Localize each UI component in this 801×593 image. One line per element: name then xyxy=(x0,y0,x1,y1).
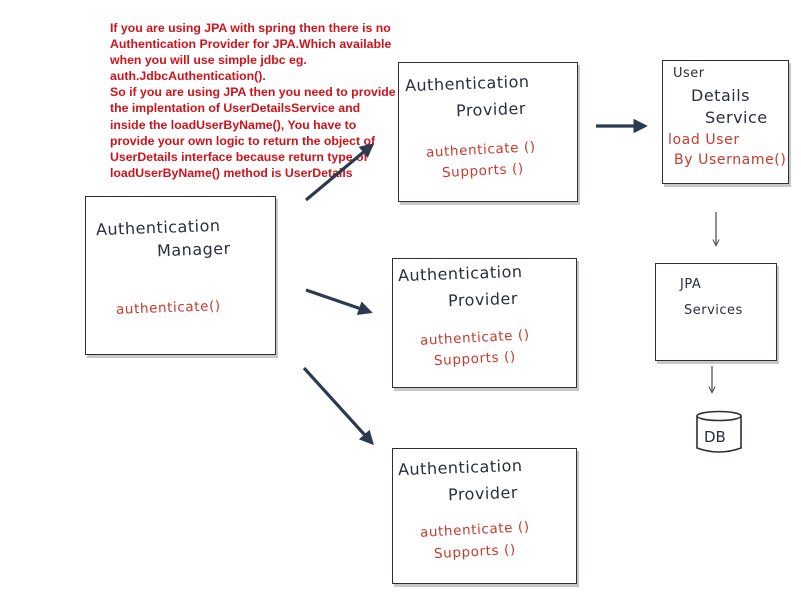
uds-method-load-user: load User xyxy=(668,132,740,148)
note-line: Authentication Provider for JPA.Which av… xyxy=(110,37,392,52)
note-line: the implentation of UserDetailsService a… xyxy=(110,101,361,116)
authentication-provider-box-1 xyxy=(398,62,578,202)
arrow-manager-to-provider1 xyxy=(304,143,375,202)
note-line: loadUserByName() method is UserDetails xyxy=(110,165,353,180)
note-line: when you will use simple jdbc eg. xyxy=(110,53,307,68)
authentication-manager-box xyxy=(85,196,276,355)
note-line: If you are using JPA with spring then th… xyxy=(110,21,391,35)
jpa-services-box xyxy=(655,263,777,361)
note-line: UserDetails interface because return typ… xyxy=(110,149,368,164)
arrow-manager-to-provider2 xyxy=(305,288,373,316)
authentication-provider-box-3 xyxy=(392,448,577,584)
note-line: So if you are using JPA then you need to… xyxy=(110,85,396,100)
authentication-provider-box-2 xyxy=(392,258,577,388)
jpa-title-line1: JPA xyxy=(680,277,702,292)
database-cylinder-icon xyxy=(696,410,742,453)
note-line: inside the loadUserByName(), You have to xyxy=(110,117,357,132)
arrow-manager-to-provider3 xyxy=(302,366,374,446)
note-line: auth.JdbcAuthentication(). xyxy=(110,69,266,84)
annotation-note: If you are using JPA with spring then th… xyxy=(110,20,400,181)
user-details-service-box xyxy=(662,60,789,184)
uds-title-line2: Details xyxy=(691,86,750,105)
uds-method-by-username: By Username() xyxy=(674,152,787,168)
note-line: provide your own logic to return the obj… xyxy=(110,133,376,148)
uds-title-line3: Service xyxy=(705,108,768,127)
uds-title-line1: User xyxy=(673,66,705,81)
db-label: DB xyxy=(704,428,726,446)
jpa-title-line2: Services xyxy=(684,303,743,318)
